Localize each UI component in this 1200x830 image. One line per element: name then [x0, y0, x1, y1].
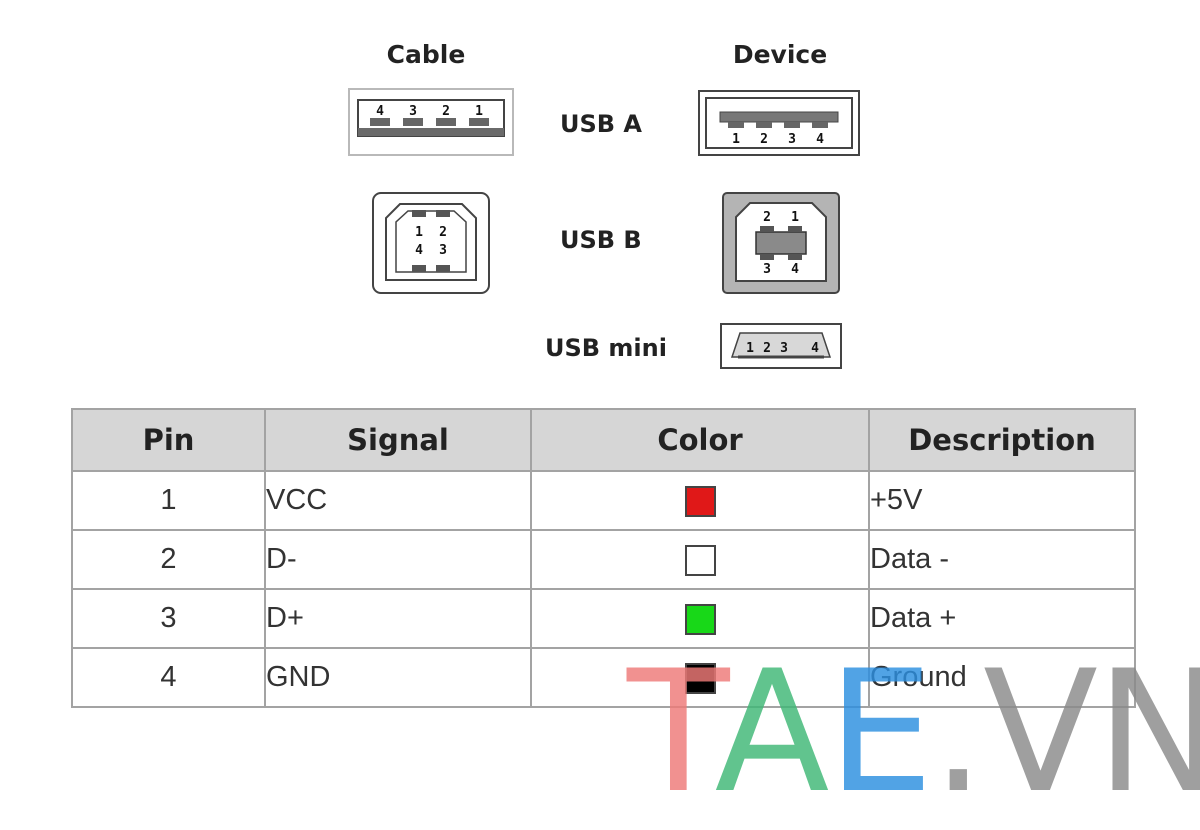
table-header-row: Pin Signal Color Description — [71, 408, 1136, 472]
table-row: 2 D- Data - — [71, 529, 1136, 590]
signal-cell: D+ — [264, 588, 532, 649]
usb-b-device-connector-icon: 2 1 3 4 — [722, 192, 840, 294]
pin-number: 3 — [788, 132, 796, 147]
usb-mini-label: USB mini — [545, 334, 667, 362]
pin-number: 3 — [409, 104, 417, 119]
pin-number: 4 — [791, 262, 799, 277]
color-swatch — [684, 544, 716, 576]
watermark-letter: .VN — [931, 634, 1200, 830]
pin-number: 4 — [415, 243, 423, 258]
pin-number: 1 — [415, 225, 423, 240]
signal-cell: VCC — [264, 470, 532, 531]
color-swatch — [684, 662, 716, 694]
pin-number: 3 — [780, 341, 788, 356]
usb-a-cable-connector-icon: 4 3 2 1 — [348, 88, 514, 156]
column-header-color: Color — [530, 408, 870, 472]
color-cell — [530, 647, 870, 708]
color-cell — [530, 588, 870, 649]
column-header-pin: Pin — [71, 408, 266, 472]
usb-b-label: USB B — [560, 226, 642, 254]
description-cell: Data - — [868, 529, 1136, 590]
usb-a-device-connector-icon: 1 2 3 4 — [698, 90, 860, 156]
pin-number: 1 — [475, 104, 483, 119]
pin-number: 2 — [439, 225, 447, 240]
description-cell: Data + — [868, 588, 1136, 649]
pin-number: 1 — [746, 341, 754, 356]
color-cell — [530, 470, 870, 531]
usb-b-cable-connector-icon: 1 2 4 3 — [372, 192, 490, 294]
description-cell: Ground — [868, 647, 1136, 708]
pin-number: 1 — [791, 210, 799, 225]
color-cell — [530, 529, 870, 590]
device-header: Device — [732, 40, 828, 69]
pin-number: 4 — [816, 132, 824, 147]
pin-number: 2 — [763, 210, 771, 225]
cable-header: Cable — [386, 40, 466, 69]
column-header-description: Description — [868, 408, 1136, 472]
pin-cell: 4 — [71, 647, 266, 708]
signal-cell: GND — [264, 647, 532, 708]
color-swatch — [684, 485, 716, 517]
pin-cell: 2 — [71, 529, 266, 590]
watermark-letter: T — [627, 634, 717, 830]
signal-cell: D- — [264, 529, 532, 590]
pin-cell: 3 — [71, 588, 266, 649]
pin-number: 1 — [732, 132, 740, 147]
table-row: 3 D+ Data + — [71, 588, 1136, 649]
watermark-letter: E — [827, 634, 934, 830]
pin-number: 4 — [811, 341, 819, 356]
watermark-letter: A — [714, 634, 830, 830]
pin-number: 3 — [439, 243, 447, 258]
usb-a-label: USB A — [560, 110, 642, 138]
pin-number: 2 — [760, 132, 768, 147]
watermark-logo: TAE.VN — [627, 648, 1200, 816]
column-header-signal: Signal — [264, 408, 532, 472]
color-swatch — [684, 603, 716, 635]
table-row: 1 VCC +5V — [71, 470, 1136, 531]
description-cell: +5V — [868, 470, 1136, 531]
pin-cell: 1 — [71, 470, 266, 531]
pin-number: 3 — [763, 262, 771, 277]
pin-number: 4 — [376, 104, 384, 119]
pinout-table: Pin Signal Color Description 1 VCC +5V 2… — [71, 408, 1136, 708]
table-row: 4 GND Ground — [71, 647, 1136, 708]
pin-number: 2 — [763, 341, 771, 356]
usb-mini-device-connector-icon: 1 2 3 4 — [720, 323, 842, 369]
pin-number: 2 — [442, 104, 450, 119]
